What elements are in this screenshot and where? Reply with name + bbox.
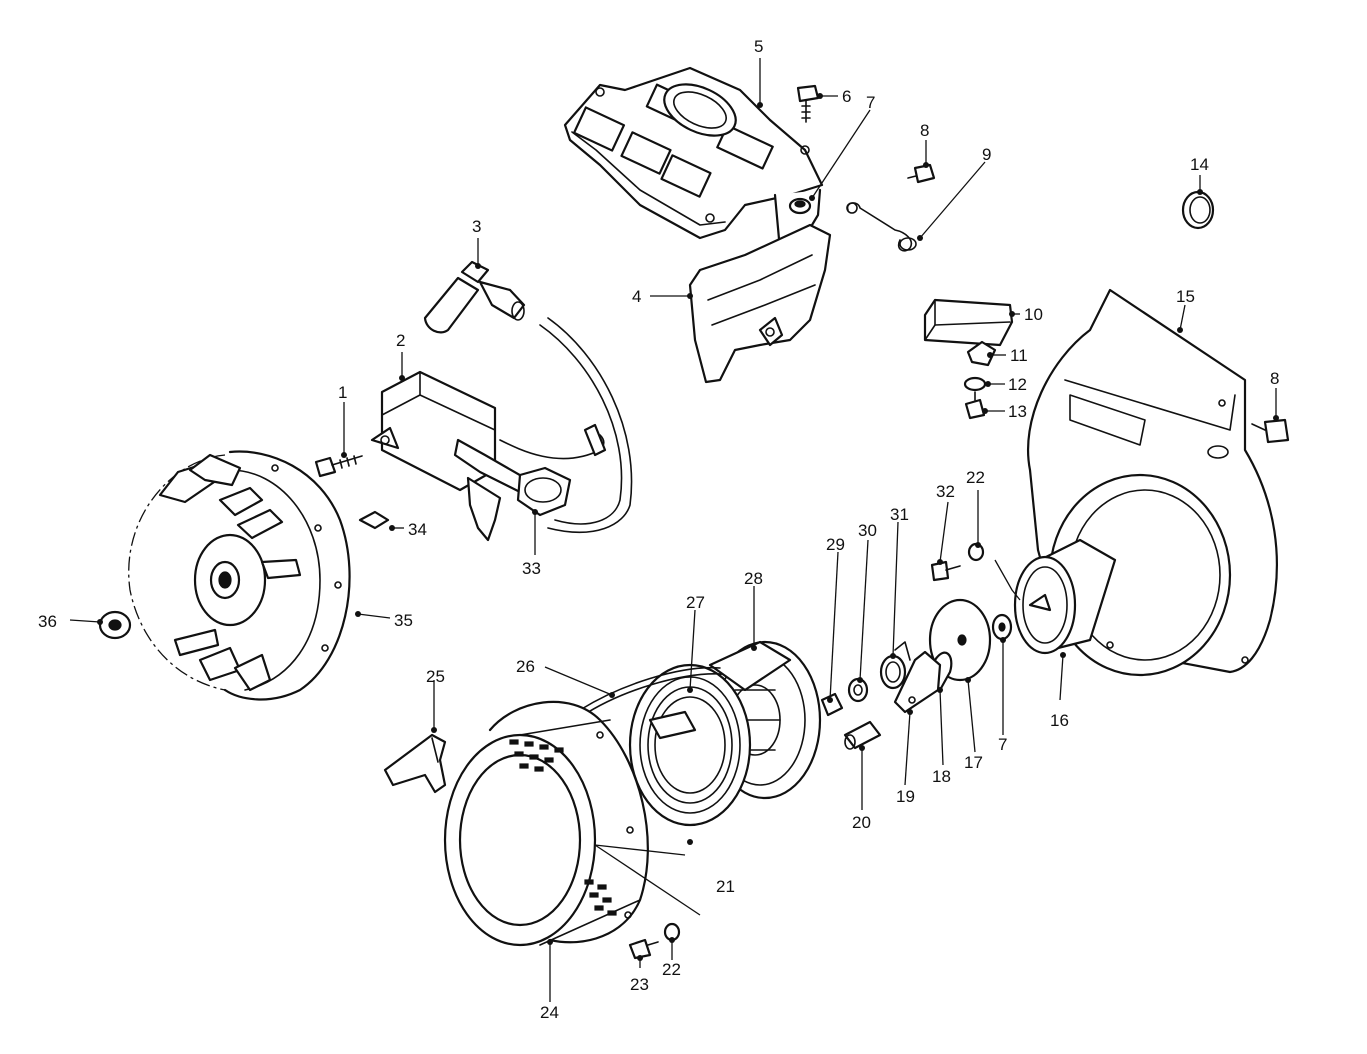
callout-labels: 1 2 3 4 5 6 7 8 9 10 11 12 13 14 15 8 32… — [38, 37, 1279, 1022]
part-20-pin — [843, 720, 882, 750]
callout-9: 9 — [982, 145, 991, 164]
part-5-shroud — [563, 66, 824, 252]
callout-1: 1 — [338, 383, 347, 402]
part-21-leader-fork — [594, 844, 701, 916]
callout-30: 30 — [858, 521, 877, 540]
part-8-bolt-upper — [907, 163, 936, 184]
callout-6: 6 — [842, 87, 851, 106]
part-16-starter-cup — [1013, 538, 1117, 655]
part-25-handle — [383, 733, 447, 794]
callout-18: 18 — [932, 767, 951, 786]
part-34-key — [358, 510, 390, 530]
callout-4: 4 — [632, 287, 641, 306]
callout-7-lower: 7 — [998, 735, 1007, 754]
part-9-spring — [846, 202, 917, 252]
callout-24: 24 — [540, 1003, 559, 1022]
callout-28: 28 — [744, 569, 763, 588]
callout-29: 29 — [826, 535, 845, 554]
callout-36: 36 — [38, 612, 57, 631]
callout-2: 2 — [396, 331, 405, 350]
callout-3: 3 — [472, 217, 481, 236]
part-3-spark-plug-boot — [423, 260, 526, 334]
part-14-plug — [1181, 190, 1215, 230]
callout-14: 14 — [1190, 155, 1209, 174]
part-6-bolt — [796, 84, 820, 123]
callout-17: 17 — [964, 753, 983, 772]
callout-13: 13 — [1008, 402, 1027, 421]
part-7-grommet-upper — [788, 197, 812, 215]
part-8-bolt-right — [1251, 418, 1290, 444]
callout-22-upper: 22 — [966, 468, 985, 487]
part-13-screw — [964, 391, 986, 420]
callout-11: 11 — [1010, 346, 1028, 365]
part-30-washer — [847, 677, 869, 703]
callout-25: 25 — [426, 667, 445, 686]
part-23-screw — [628, 938, 659, 960]
callout-8-right: 8 — [1270, 369, 1279, 388]
callout-33: 33 — [522, 559, 541, 578]
part-27-spring-housing — [628, 663, 752, 827]
part-7-washer-lower — [991, 613, 1013, 641]
callout-21: 21 — [716, 877, 735, 896]
leader-dots — [97, 93, 1279, 961]
part-26-rope — [579, 666, 723, 717]
callout-7-upper: 7 — [866, 93, 875, 112]
callout-34: 34 — [408, 520, 427, 539]
part-1-screw — [314, 455, 363, 478]
callout-16: 16 — [1050, 711, 1069, 730]
part-29-bushing — [820, 692, 844, 717]
callout-26: 26 — [516, 657, 535, 676]
part-10-bracket — [923, 298, 1014, 347]
callout-15: 15 — [1176, 287, 1195, 306]
callout-31: 31 — [890, 505, 909, 524]
callout-20: 20 — [852, 813, 871, 832]
callout-10: 10 — [1024, 305, 1043, 324]
part-12-washer — [963, 376, 987, 392]
callout-23: 23 — [630, 975, 649, 994]
callout-27: 27 — [686, 593, 705, 612]
part-2-ignition-coil — [370, 317, 633, 542]
callout-19: 19 — [896, 787, 915, 806]
part-19-dog — [893, 650, 942, 714]
part-22-washer-upper — [967, 542, 1021, 601]
callout-35: 35 — [394, 611, 413, 630]
callout-12: 12 — [1008, 375, 1027, 394]
part-35-flywheel — [128, 450, 351, 701]
part-36-nut — [98, 610, 132, 640]
callout-5: 5 — [754, 37, 763, 56]
housing-vent-slots — [509, 739, 617, 916]
callout-8-upper: 8 — [920, 121, 929, 140]
part-24-starter-housing — [443, 700, 649, 947]
callout-22-lower: 22 — [662, 960, 681, 979]
part-4-baffle — [688, 223, 832, 384]
part-32-screw — [930, 560, 961, 582]
callout-32: 32 — [936, 482, 955, 501]
